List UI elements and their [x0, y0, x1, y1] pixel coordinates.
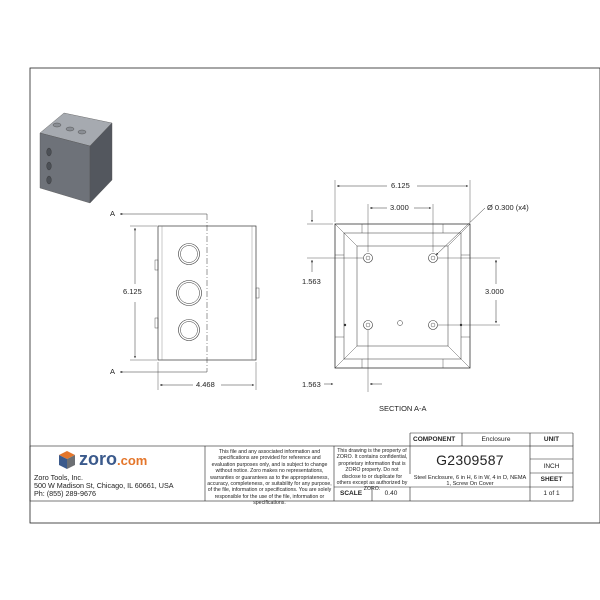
scale-value: 0.40: [384, 490, 398, 497]
logo-text: zoro: [79, 449, 117, 469]
company-address: 500 W Madison St, Chicago, IL 60661, USA: [34, 481, 174, 490]
scale-label: SCALE: [340, 490, 363, 497]
sheet-value: 1 of 1: [543, 490, 560, 497]
logo-wordmark: zoro.com: [79, 449, 147, 470]
property-notice: This drawing is the property of ZORO. It…: [336, 448, 408, 493]
zoro-logo-icon: [59, 451, 75, 469]
side-view: [119, 213, 260, 390]
dim-hole-spacing-x: 3.000: [390, 203, 409, 212]
component-label: COMPONENT: [413, 436, 456, 443]
dim-side-depth: 4.468: [196, 380, 215, 389]
part-number: G2309587: [436, 452, 504, 468]
dim-section-width: 6.125: [391, 181, 410, 190]
dim-offset-top: 1.563: [302, 277, 321, 286]
section-caption: SECTION A-A: [379, 404, 427, 413]
logo-suffix: .com: [117, 453, 148, 468]
dim-hole-spacing-y: 3.000: [485, 287, 504, 296]
unit-label: UNIT: [543, 436, 560, 443]
dim-side-height: 6.125: [123, 287, 142, 296]
unit-value: INCH: [543, 463, 560, 470]
sheet-border: [29, 67, 600, 524]
part-description: Steel Enclosure, 6 in H, 6 in W, 4 in D,…: [413, 475, 527, 488]
dim-hole-callout: Ø 0.300 (x4): [487, 203, 529, 212]
disclaimer-text: This file and any associated information…: [207, 449, 332, 507]
section-marker-top: A: [110, 209, 116, 218]
section-marker-bottom: A: [110, 367, 116, 376]
component-value: Enclosure: [481, 436, 511, 443]
enclosure-3d-thumbnail: [39, 112, 113, 204]
title-block: [29, 432, 574, 502]
company-phone: Ph: (855) 289-9676: [34, 489, 96, 498]
section-view: [307, 180, 500, 392]
dim-offset-bottom: 1.563: [302, 380, 321, 389]
sheet-label: SHEET: [540, 476, 563, 483]
company-name: Zoro Tools, Inc.: [34, 473, 84, 482]
